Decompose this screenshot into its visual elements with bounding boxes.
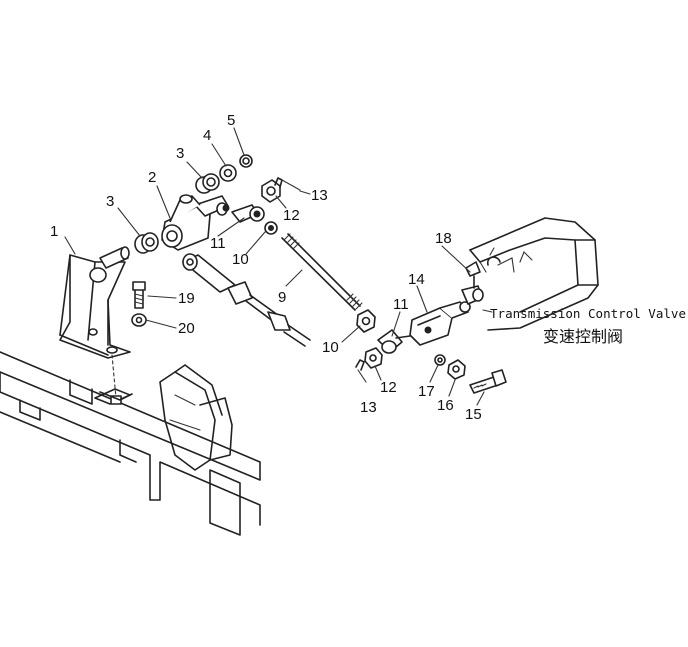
callout-19: 19 [178, 290, 195, 307]
callout-13-upper: 13 [311, 187, 328, 204]
rod-part-9 [281, 233, 363, 311]
valve-caption-chinese: 变速控制阀 [543, 327, 623, 346]
nut-part-16 [447, 359, 466, 380]
callout-3-upper: 3 [176, 145, 184, 162]
nut-part-10-upper [264, 221, 278, 235]
callout-5: 5 [227, 112, 235, 129]
bolt-part-15 [469, 369, 507, 394]
callout-numbers: 1 2 3 3 4 5 9 10 10 11 11 12 12 13 13 14… [50, 112, 482, 423]
clevis-part-14 [409, 301, 471, 346]
leader-lines [64, 127, 493, 406]
callout-14: 14 [408, 271, 425, 288]
ball-joint-part-11-lower [377, 329, 411, 354]
cotter-pin-part-13-upper [274, 177, 301, 191]
nut-part-10-lower [356, 309, 376, 333]
callout-4: 4 [203, 127, 211, 144]
lever-part-2 [161, 194, 230, 251]
valve-caption-english: Transmission Control Valve [490, 307, 686, 321]
callout-10-upper: 10 [232, 251, 249, 268]
callout-9: 9 [278, 289, 286, 306]
bracket-part-1 [59, 246, 133, 405]
callout-1: 1 [50, 223, 58, 240]
snap-ring-part-5 [239, 154, 253, 168]
callout-20: 20 [178, 320, 195, 337]
nut-part-12-lower [364, 347, 383, 369]
nut-part-12-upper [261, 179, 281, 203]
bushing-part-3-upper [195, 173, 220, 194]
callout-11-upper: 11 [210, 235, 226, 252]
bolt-part-19 [132, 281, 146, 309]
ball-joint-part-11-upper [231, 204, 265, 223]
callout-11-lower: 11 [393, 296, 409, 313]
callout-3-lower: 3 [106, 193, 114, 210]
cotter-pin-part-13-lower [355, 359, 367, 383]
callout-12-upper: 12 [283, 207, 300, 224]
valve-lever-part-18 [461, 261, 484, 305]
callout-17: 17 [418, 383, 435, 400]
callout-15: 15 [465, 406, 482, 423]
callout-12-lower: 12 [380, 379, 397, 396]
chassis-frame [0, 351, 261, 536]
callout-2: 2 [148, 169, 156, 186]
washer-part-20 [131, 313, 147, 327]
bushing-part-3-lower [134, 232, 159, 254]
callout-16: 16 [437, 397, 454, 414]
washer-part-17 [434, 354, 446, 366]
transmission-control-valve [469, 217, 599, 331]
control-cable [182, 253, 311, 347]
washer-part-4 [219, 164, 237, 182]
callout-10-lower: 10 [322, 339, 339, 356]
callout-13-lower: 13 [360, 399, 377, 416]
callout-18: 18 [435, 230, 452, 247]
